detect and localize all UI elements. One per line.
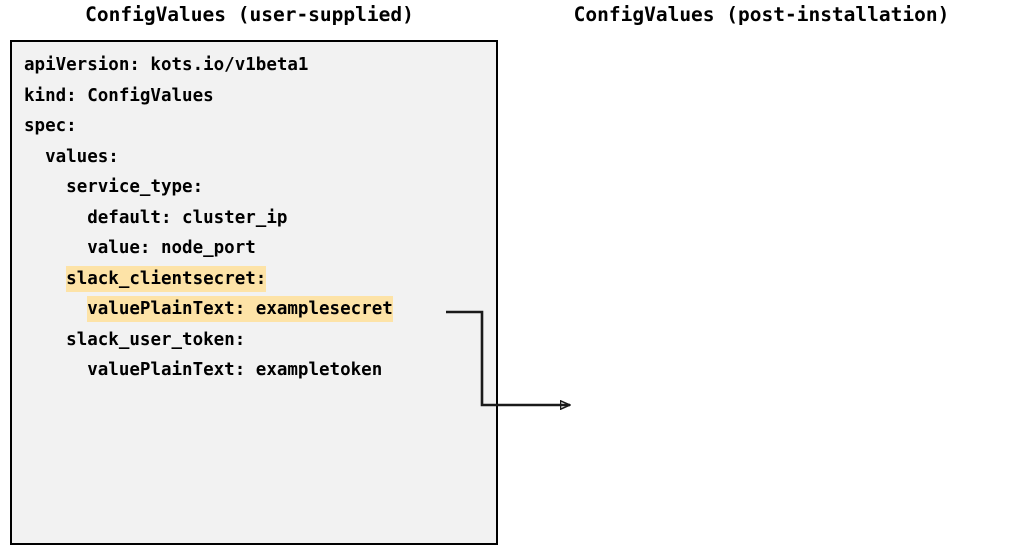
code-text: kind: ConfigValues [24, 85, 214, 106]
code-indent [24, 238, 87, 258]
code-line: service_type: [24, 172, 492, 203]
code-indent [24, 208, 87, 228]
code-text: spec: [24, 116, 77, 136]
code-text-highlighted: valuePlainText: examplesecret [87, 296, 393, 322]
right-panel: ConfigValues (post-installation) apiVers… [514, 0, 1009, 559]
code-line: value: node_port [24, 233, 492, 264]
code-line: slack_user_token: [24, 325, 492, 356]
code-text: slack_user_token: [66, 329, 246, 350]
code-indent [24, 360, 87, 380]
code-text: valuePlainText: exampletoken [87, 360, 383, 380]
code-text-highlighted: slack_clientsecret: [66, 265, 267, 292]
code-text: value: node_port [87, 238, 256, 258]
code-line: values: [24, 142, 492, 173]
code-line: apiVersion: kots.io/v1beta1 [24, 50, 492, 81]
code-line: valuePlainText: exampletoken [24, 355, 492, 386]
code-line: valuePlainText: examplesecret [24, 294, 492, 325]
code-indent [24, 330, 66, 350]
left-panel-title: ConfigValues (user-supplied) [85, 3, 414, 26]
code-indent [24, 299, 87, 319]
code-text: service_type: [66, 177, 204, 197]
code-text: values: [45, 146, 119, 167]
code-indent [24, 269, 66, 289]
code-line: kind: ConfigValues [24, 81, 492, 112]
code-text: apiVersion: kots.io/v1beta1 [24, 55, 309, 75]
code-indent [24, 177, 66, 197]
code-line: slack_clientsecret: [24, 264, 492, 295]
left-panel: ConfigValues (user-supplied) apiVersion:… [0, 0, 499, 559]
right-panel-title: ConfigValues (post-installation) [573, 3, 950, 26]
code-line: default: cluster_ip [24, 203, 492, 234]
code-indent [24, 147, 45, 167]
code-line: spec: [24, 111, 492, 142]
code-text: default: cluster_ip [87, 207, 288, 228]
left-panel-box: apiVersion: kots.io/v1beta1 kind: ConfigV… [10, 40, 498, 545]
left-panel-code: apiVersion: kots.io/v1beta1 kind: ConfigV… [24, 50, 492, 386]
